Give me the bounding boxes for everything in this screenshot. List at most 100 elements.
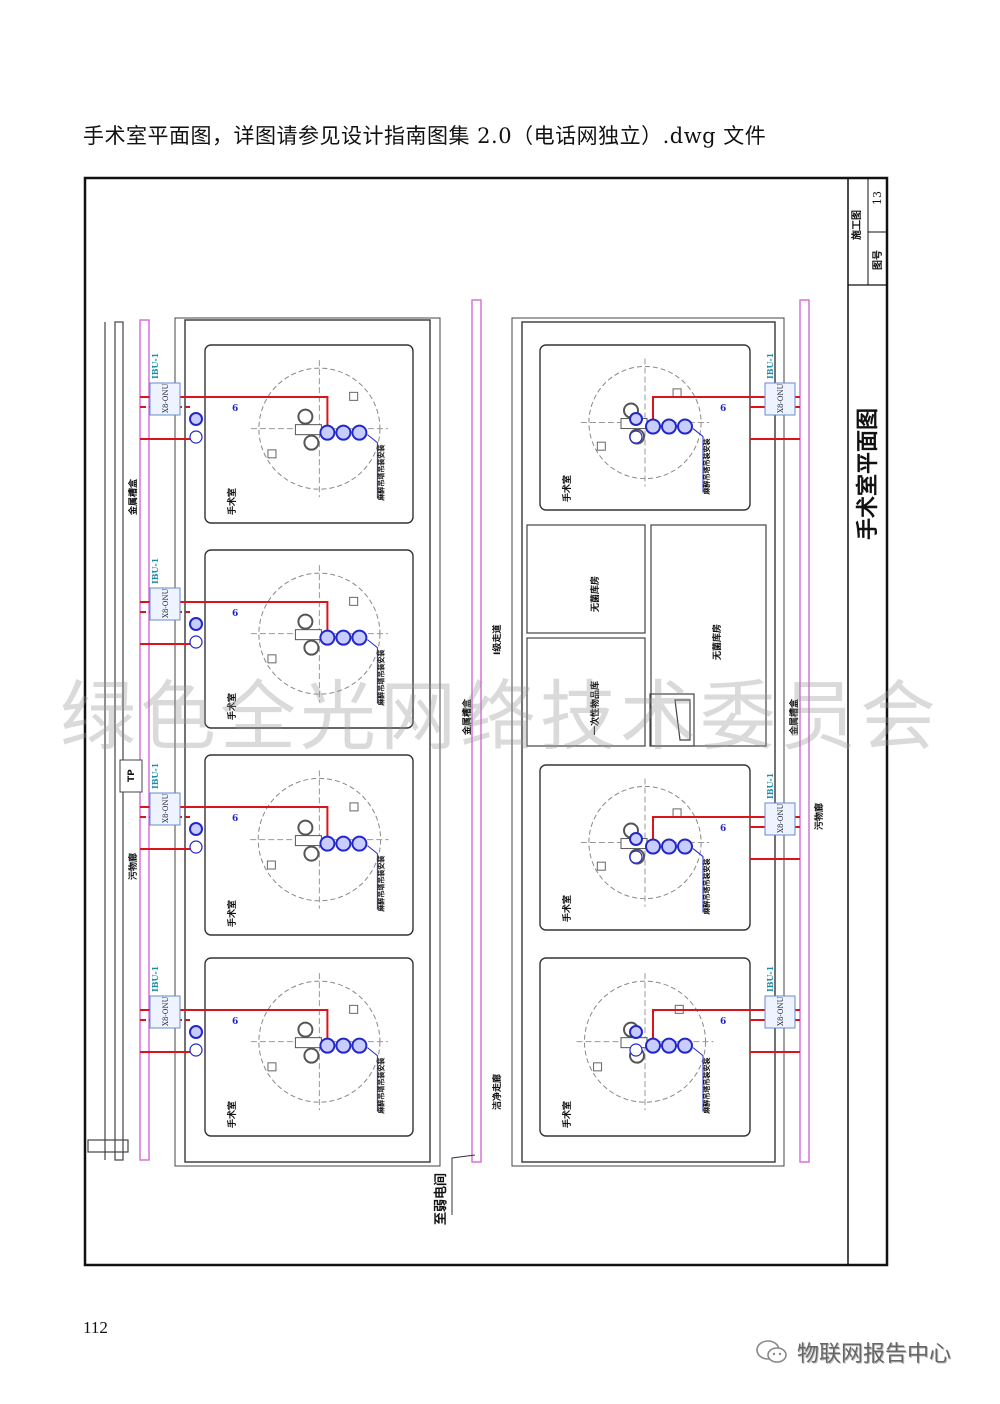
title-block-stage: 施工图	[850, 210, 863, 240]
pendant-icon	[303, 639, 320, 656]
onu-label: X8-ONU	[777, 803, 785, 833]
phone-outlet-icon	[189, 840, 203, 854]
data-outlet-icon	[335, 1037, 352, 1054]
metal-cable-tray	[799, 299, 810, 1163]
ibu-tag: IBU-1	[150, 763, 160, 789]
tower-note: 麻醉吊塔吊装安装	[376, 445, 385, 502]
clean-corridor-label: 洁净走廊	[491, 1074, 503, 1110]
tp-label: TP	[127, 769, 137, 782]
pendant-icon	[303, 1047, 320, 1064]
operating-room-wall	[539, 957, 751, 1137]
operating-room-wall	[204, 754, 414, 936]
onu-label: X8-ONU	[162, 793, 170, 823]
cable-count: 6	[232, 609, 238, 619]
network-cable	[140, 1009, 329, 1044]
pendant-icon	[303, 434, 320, 451]
operating-room-wall	[204, 957, 414, 1137]
metal-cable-tray	[139, 319, 150, 1161]
tower-note: 麻醉吊塔吊装安装	[702, 1058, 711, 1115]
data-outlet-icon	[645, 418, 661, 435]
page-number: 112	[83, 1318, 108, 1337]
ibu-tag: IBU-1	[150, 353, 160, 379]
data-outlet-icon	[645, 838, 661, 855]
operating-room-label: 手术室	[561, 895, 573, 922]
network-cable	[140, 396, 329, 431]
operating-room-label: 手术室	[226, 693, 238, 720]
operating-table-icon	[294, 424, 322, 436]
data-outlet-icon	[319, 629, 336, 646]
leader-line	[692, 428, 704, 493]
operating-rooms: X8-ONUIBU-16麻醉吊塔吊装安装手术室X8-ONUIBU-16麻醉吊塔吊…	[140, 344, 800, 1137]
left-exterior-wall	[87, 321, 129, 1161]
cable-count: 6	[720, 404, 726, 414]
data-outlet-icon	[351, 835, 368, 852]
title-block-no: 13	[871, 191, 884, 205]
operating-room-wall	[204, 549, 414, 729]
data-outlet-icon	[189, 617, 203, 631]
data-outlet-icon	[319, 835, 336, 852]
onu-box	[764, 995, 796, 1029]
operating-table-icon	[294, 629, 322, 641]
pendant-icon	[303, 845, 320, 862]
data-outlet-icon	[661, 838, 677, 855]
pendant-icon	[297, 819, 314, 836]
onu-label: X8-ONU	[162, 996, 170, 1026]
socket-icon	[672, 808, 682, 818]
data-outlet-icon	[335, 424, 352, 441]
data-outlet-icon	[319, 424, 336, 441]
socket-icon	[349, 391, 359, 401]
data-outlet-icon	[189, 1025, 203, 1039]
network-cable	[652, 1009, 800, 1044]
phone-outlet-icon	[629, 850, 643, 864]
data-outlet-icon	[351, 424, 368, 441]
network-cable	[652, 396, 800, 425]
leader-line	[367, 639, 378, 704]
logo: 物联网报告中心	[755, 1336, 951, 1368]
data-outlet-icon	[629, 1025, 643, 1039]
onu-box	[764, 382, 796, 416]
room-label-sterile-store-2: 无菌库房	[711, 624, 723, 661]
leader-to-weak-room	[451, 1154, 476, 1215]
socket-icon	[349, 1004, 359, 1014]
cable-count: 6	[232, 1017, 238, 1027]
socket-icon	[672, 388, 682, 398]
metal-tray-label-right: 金属槽盒	[788, 698, 800, 736]
leader-line	[692, 848, 704, 913]
pendant-icon	[297, 613, 314, 630]
data-outlet-icon	[335, 629, 352, 646]
phone-outlet-icon	[629, 430, 643, 444]
left-block-wall	[184, 319, 431, 1163]
ibu-tag: IBU-1	[150, 558, 160, 584]
cable-count: 6	[720, 824, 726, 834]
operating-room-label: 手术室	[561, 475, 573, 502]
tower-note: 麻醉吊塔吊装安装	[376, 856, 385, 913]
logo-text: 物联网报告中心	[797, 1342, 952, 1367]
network-cable	[140, 601, 329, 636]
onu-label: X8-ONU	[777, 383, 785, 413]
socket-icon	[267, 1062, 277, 1072]
operating-table-icon	[294, 1037, 322, 1049]
dirty-corridor-label: 污物廊	[127, 853, 139, 880]
data-outlet-icon	[189, 822, 203, 836]
onu-box	[149, 792, 181, 826]
wechat-icon	[756, 1340, 787, 1363]
tower-note: 麻醉吊塔吊装安装	[702, 859, 711, 916]
data-outlet-icon	[351, 629, 368, 646]
tower-note: 麻醉吊塔吊装安装	[376, 650, 385, 707]
data-outlet-icon	[645, 1037, 661, 1054]
data-outlet-icon	[629, 412, 643, 426]
leader-line	[367, 1047, 378, 1112]
socket-icon	[267, 654, 277, 664]
page-caption: 手术室平面图，详图请参见设计指南图集 2.0（电话网独立）.dwg 文件	[83, 124, 767, 148]
data-outlet-icon	[335, 835, 352, 852]
metal-tray-label-mid: 金属槽盒	[461, 698, 473, 736]
ibu-tag: IBU-1	[765, 773, 775, 799]
network-cable	[140, 806, 329, 842]
dirty-corridor-label-right: 污物廊	[813, 803, 825, 830]
